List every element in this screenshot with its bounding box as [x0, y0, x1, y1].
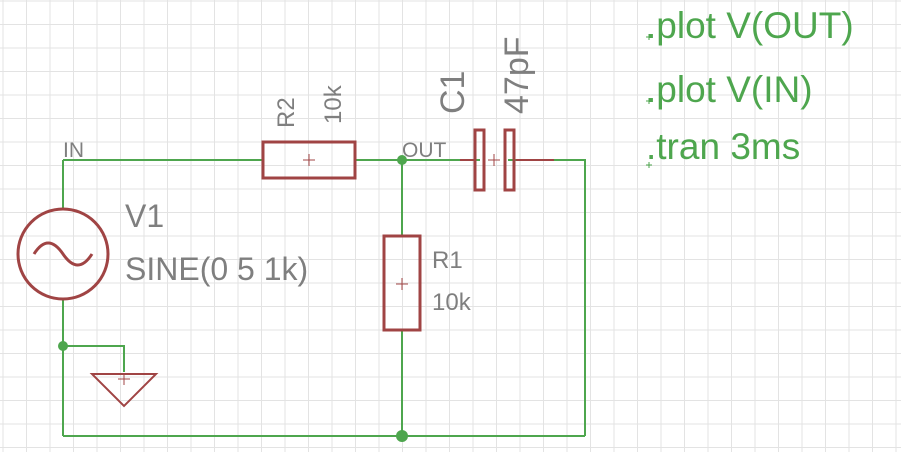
net-label-out[interactable]: OUT [402, 139, 447, 162]
capacitor-plate-icon [473, 128, 486, 192]
sine-source-icon [16, 207, 110, 301]
directive-plot-out[interactable]: .plot V(OUT) [646, 5, 854, 46]
junction-out [397, 155, 407, 165]
directive-origin-mark [646, 34, 652, 40]
directive-plot-in[interactable]: .plot V(IN) [646, 69, 813, 110]
resistor-icon [382, 234, 422, 332]
net-label-in[interactable]: IN [63, 139, 84, 162]
c1-origin-mark [488, 154, 500, 166]
c1-name-label: C1 [434, 71, 472, 114]
spice-directives: .plot V(OUT) .plot V(IN) .tran 3ms [646, 5, 854, 168]
capacitor-plate-icon [503, 128, 516, 192]
r2-resistor[interactable] [261, 140, 357, 180]
r1-value-label: 10k [432, 289, 472, 316]
directive-tran[interactable]: .tran 3ms [646, 126, 800, 167]
sine-wave-symbol [32, 241, 94, 267]
directive-origin-mark [646, 162, 652, 168]
c1-capacitor[interactable] [460, 128, 554, 192]
v1-source[interactable] [16, 207, 110, 301]
wire-in[interactable] [62, 159, 263, 208]
v1-name-label: V1 [125, 198, 164, 234]
r2-origin-mark [303, 154, 315, 166]
resistor-icon [261, 140, 357, 180]
v1-value-label: SINE(0 5 1k) [125, 251, 308, 287]
c1-value-label: 47pF [498, 37, 536, 115]
wire-v1-gnd[interactable] [62, 300, 125, 436]
junction-gnd [58, 341, 68, 351]
r1-origin-mark [396, 278, 408, 290]
r2-value-label: 10k [320, 84, 347, 124]
r1-name-label: R1 [432, 247, 463, 274]
directive-origin-mark [646, 98, 652, 104]
r1-resistor[interactable] [382, 234, 422, 332]
wires [58, 155, 586, 442]
junction-bottom [396, 430, 408, 442]
ground-symbol[interactable] [89, 373, 159, 408]
r2-name-label: R2 [273, 97, 300, 128]
